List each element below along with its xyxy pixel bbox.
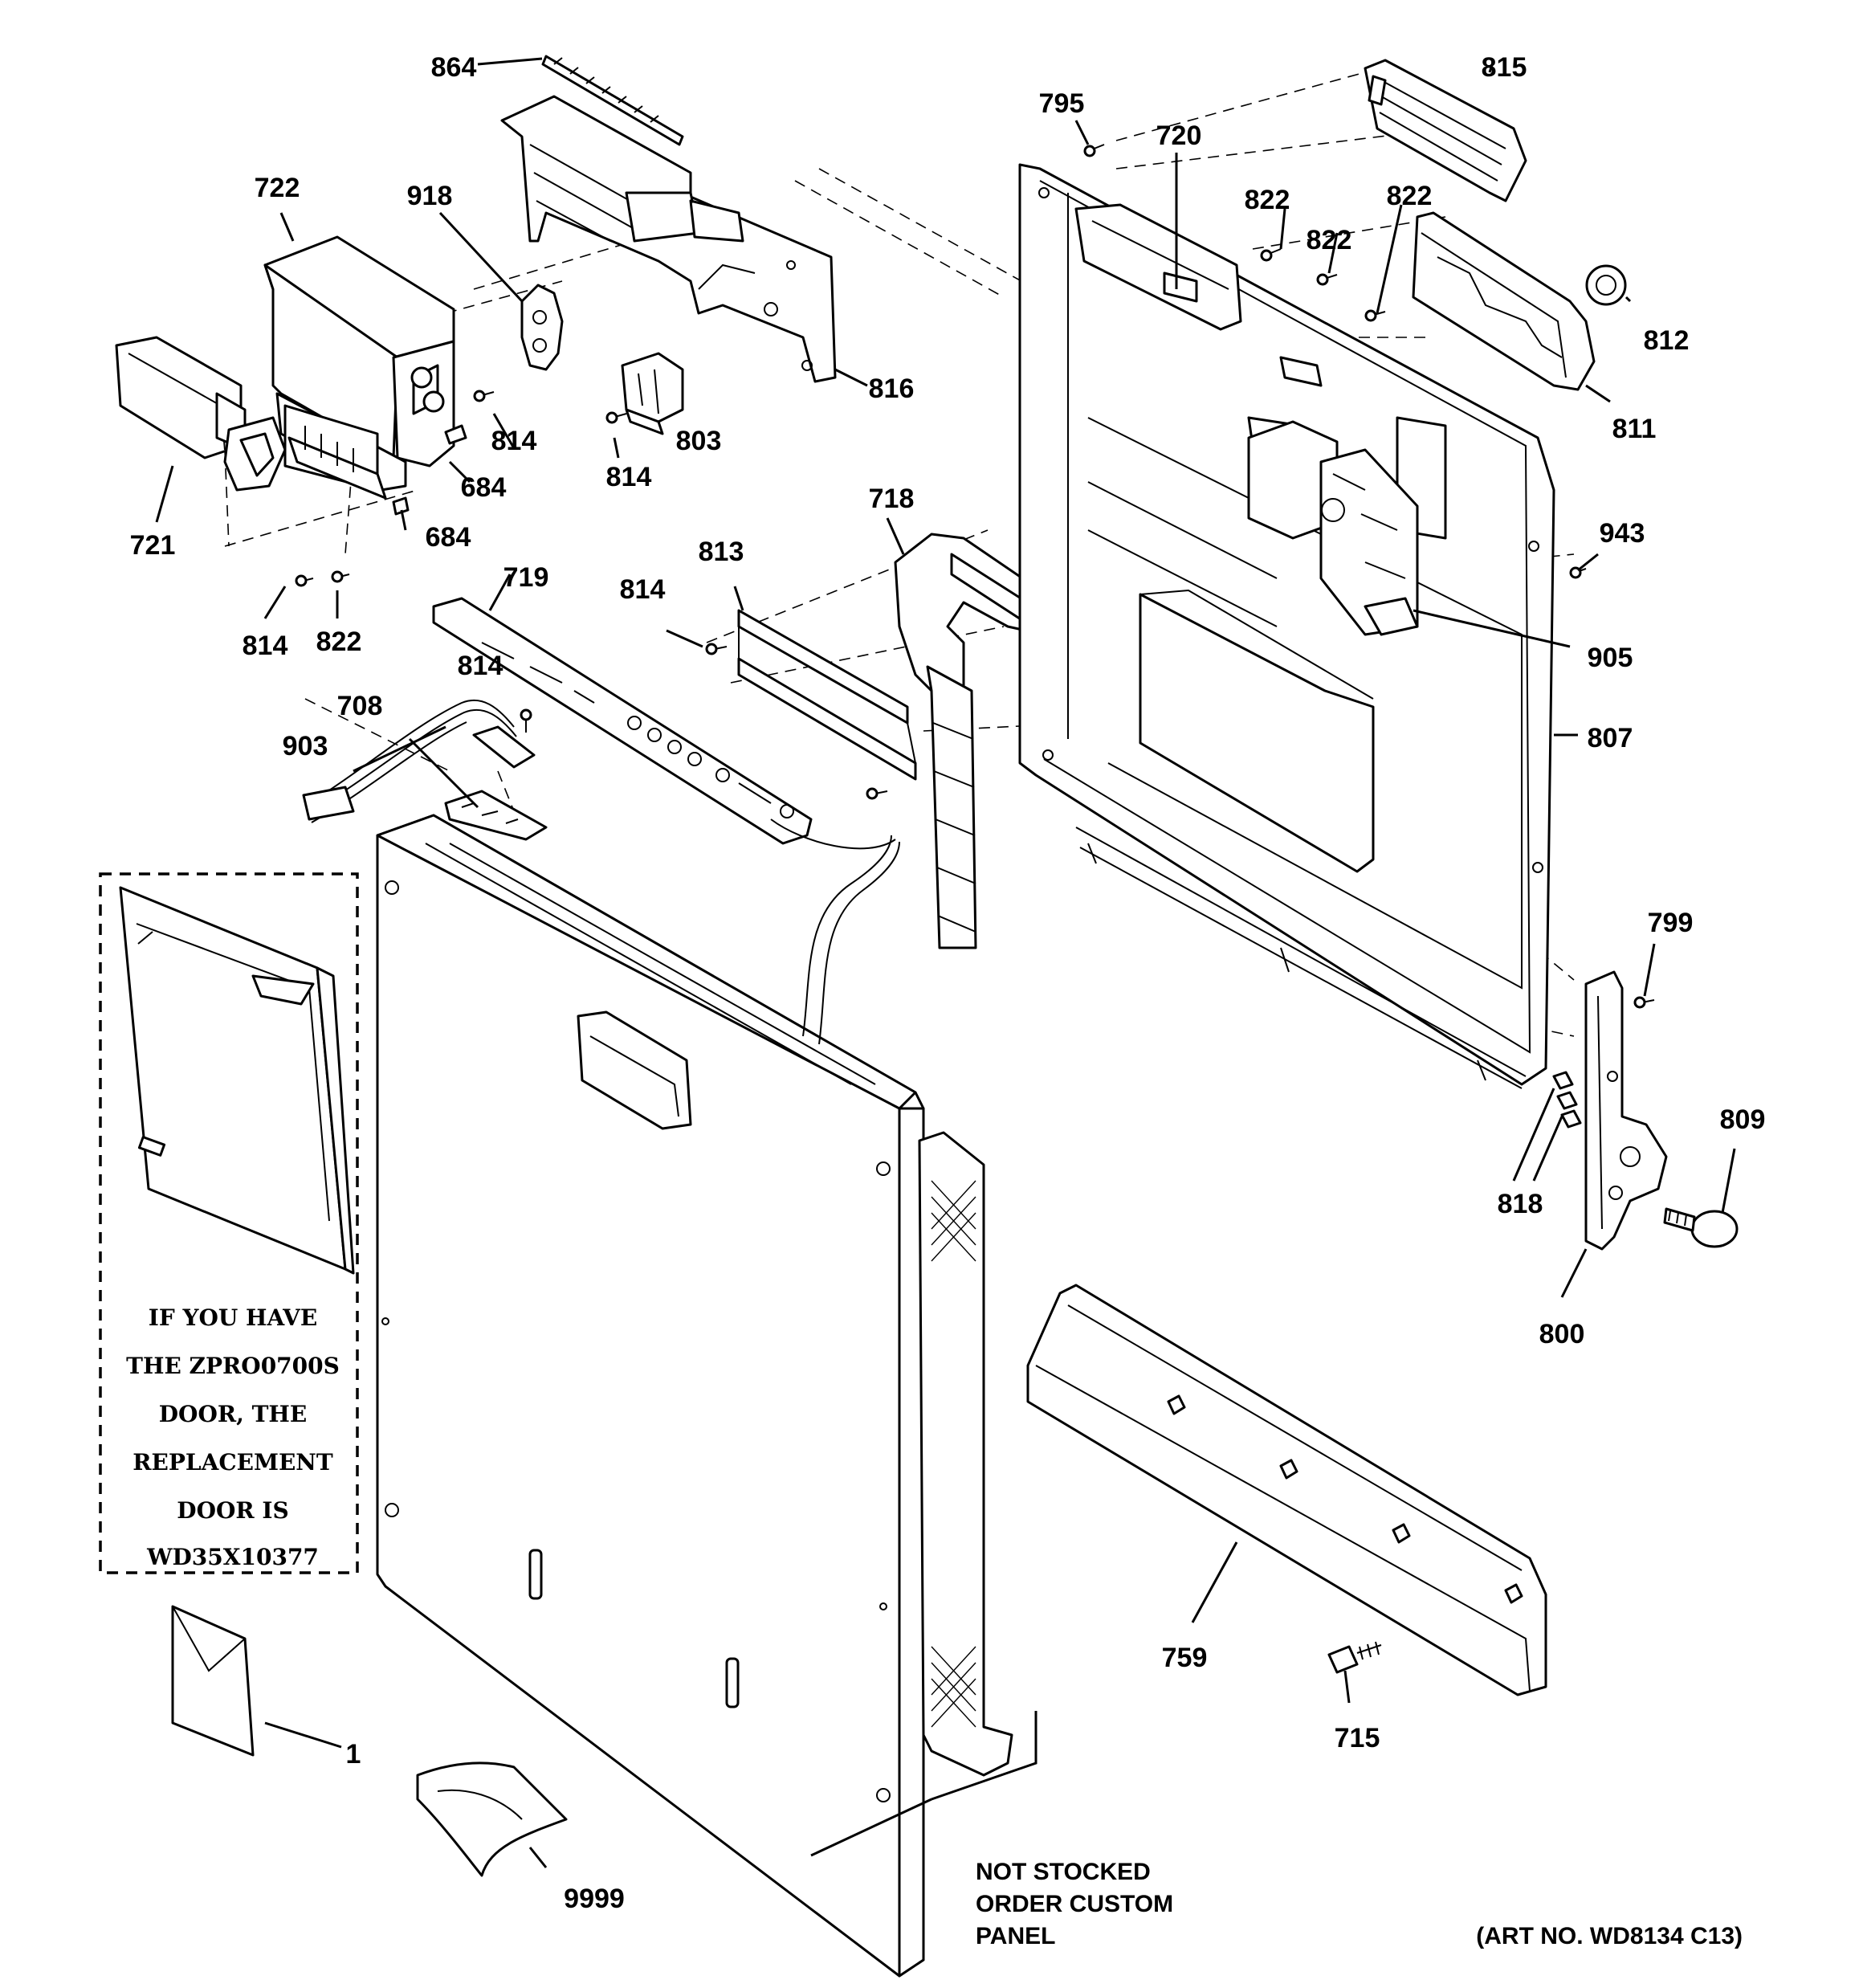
part-715-screw	[1327, 1641, 1382, 1674]
screws	[295, 144, 1655, 1009]
note-line-2: THE ZPRO0700S	[126, 1353, 340, 1379]
note-line-1: IF YOU HAVE	[149, 1304, 317, 1331]
callout-812: 812	[1644, 325, 1690, 356]
part-1-literature	[171, 1605, 255, 1757]
replacement-door-icon	[119, 886, 347, 1271]
main-door-panel	[376, 814, 925, 1978]
callout-759: 759	[1162, 1643, 1208, 1673]
part-721-actuator	[115, 336, 287, 492]
note-line-4: REPLACEMENT	[132, 1449, 333, 1476]
panel-note-line-1: NOT STOCKED	[976, 1859, 1151, 1885]
callout-815: 815	[1482, 52, 1527, 83]
panel-note-line-2: ORDER CUSTOM	[976, 1891, 1173, 1917]
callout-818: 818	[1498, 1189, 1543, 1219]
part-9999-bag	[416, 1761, 568, 1877]
part-807-liner	[1018, 163, 1555, 1089]
callout-822-a: 822	[316, 627, 362, 657]
part-815-vent	[1364, 59, 1527, 202]
part-813-strip	[737, 609, 917, 781]
leader-lines	[155, 57, 1736, 1868]
callout-720: 720	[1156, 120, 1202, 151]
callout-1: 1	[346, 1739, 361, 1770]
callout-684-b: 684	[426, 522, 471, 553]
callout-795: 795	[1039, 88, 1085, 119]
callout-800: 800	[1539, 1319, 1585, 1349]
art-number: (ART NO. WD8134 C13)	[1476, 1923, 1743, 1949]
part-719-overlay	[432, 597, 813, 845]
part-759-toekick	[1026, 1284, 1547, 1696]
callout-labels: 864 722 918 816 814 803 814 684 684 721 …	[130, 52, 1766, 1914]
callout-803: 803	[676, 426, 722, 456]
replacement-door-box: IF YOU HAVE THE ZPRO0700S DOOR, THE REPL…	[99, 872, 359, 1574]
callout-822-b: 822	[1245, 185, 1290, 215]
callout-9999: 9999	[564, 1884, 625, 1914]
callout-718: 718	[869, 484, 915, 514]
note-line-3: DOOR, THE	[159, 1401, 307, 1427]
callout-708: 708	[337, 691, 383, 721]
custom-panel-note: NOT STOCKED ORDER CUSTOM PANEL	[976, 1859, 1173, 1949]
part-811-cover	[1412, 211, 1596, 391]
callout-822-c: 822	[1307, 225, 1352, 255]
callout-903: 903	[283, 731, 328, 761]
callout-684-a: 684	[461, 472, 507, 503]
callout-814-b: 814	[606, 462, 652, 492]
part-864-clip	[541, 55, 684, 146]
callout-715: 715	[1335, 1723, 1380, 1753]
part-905-mechanism	[1247, 420, 1419, 636]
callout-814-a: 814	[491, 426, 537, 456]
custom-panel	[810, 1131, 1037, 1857]
part-816-bracket	[500, 95, 837, 383]
callout-722: 722	[255, 173, 300, 203]
part-800-hinge	[1584, 970, 1668, 1251]
callout-822-d: 822	[1387, 181, 1433, 211]
note-line-5: DOOR IS	[177, 1497, 288, 1524]
callout-814-d: 814	[458, 651, 503, 681]
callout-811: 811	[1612, 414, 1657, 444]
part-708-board	[444, 725, 548, 841]
part-812-knob	[1585, 264, 1627, 306]
callout-807: 807	[1588, 723, 1633, 753]
callout-799: 799	[1648, 908, 1694, 938]
part-903-harness	[302, 699, 517, 823]
part-818-clips	[1552, 1071, 1582, 1129]
callout-943: 943	[1600, 518, 1645, 549]
part-722-dispenser	[263, 235, 455, 500]
note-line-6: WD35X10377	[146, 1544, 319, 1570]
callout-809: 809	[1720, 1104, 1766, 1135]
callout-864: 864	[431, 52, 477, 83]
callout-813: 813	[699, 537, 744, 567]
part-918-latch	[520, 284, 564, 371]
panel-note-line-3: PANEL	[976, 1923, 1055, 1949]
callout-814-e: 814	[620, 574, 666, 605]
part-809-bolt	[1663, 1207, 1739, 1248]
part-718-handle	[894, 533, 1058, 949]
callout-905: 905	[1588, 643, 1633, 673]
part-803-switch	[621, 352, 684, 435]
callout-816: 816	[869, 374, 915, 404]
callout-721: 721	[130, 530, 176, 561]
callout-918: 918	[407, 181, 453, 211]
callout-814-c: 814	[243, 631, 288, 661]
callout-719: 719	[503, 562, 549, 593]
